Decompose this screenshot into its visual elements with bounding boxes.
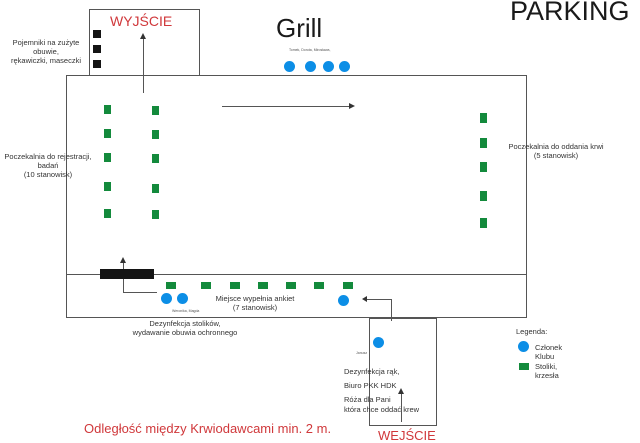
table-chair (104, 209, 111, 218)
club-member (177, 293, 188, 304)
table-chair (286, 282, 296, 289)
survey-line2: (7 stanowisk) (232, 303, 278, 312)
entrance-line3: Róża dla Pani (344, 395, 391, 404)
table-chair (201, 282, 211, 289)
distance-note: Odległość między Krwiodawcami min. 2 m. (84, 421, 332, 436)
donation-waiting-label: Poczekalnia do oddania krwi (5 stanowisk… (496, 142, 616, 160)
table-chair (104, 105, 111, 114)
bin (93, 30, 101, 38)
entrance-line2: Biuro PKK HDK (344, 381, 397, 390)
donation-line2: (5 stanowisk) (533, 151, 579, 160)
parking-label: PARKING (510, 0, 630, 26)
legend-item-table: Stoliki, krzesła (516, 362, 559, 380)
club-member (338, 295, 349, 306)
hall-divider (66, 274, 527, 275)
entrance-desk-label: Dezynfekcja rąk, Biuro PKK HDK Róża dla … (344, 367, 454, 415)
entrance-arrow (401, 392, 402, 422)
entrance-staff-name: Janusz (356, 351, 368, 355)
table-square-icon (519, 363, 529, 370)
registration-line1: Poczekalnia do rejestracji, (4, 152, 92, 161)
club-member (284, 61, 295, 72)
survey-staff-names: Weronika, Magda (172, 309, 200, 313)
table-chair (104, 129, 111, 138)
exit-arrow (143, 38, 144, 93)
survey-area-label: Miejsce wypełnia ankiet (7 stanowisk) (205, 294, 305, 312)
entrance-to-survey-arrow-head (362, 296, 367, 302)
member-circle-icon (518, 341, 529, 352)
entrance-line1: Dezynfekcja rąk, (344, 367, 400, 376)
table-chair (152, 130, 159, 139)
legend-table-label: Stoliki, krzesła (535, 362, 559, 380)
table-chair (104, 182, 111, 191)
entrance-to-survey-arrow-v (391, 299, 392, 321)
legend: Legenda: Członek Klubu Stoliki, krzesła (516, 327, 562, 380)
club-member (305, 61, 316, 72)
table-chair (104, 153, 111, 162)
disinfection-label: Dezynfekcja stolików, wydawanie obuwia o… (125, 319, 245, 337)
bins-label-line1: Pojemniki na zużyte obuwie, (12, 38, 80, 56)
disinfection-line2: wydawanie obuwia ochronnego (132, 328, 238, 337)
grill-label: Grill (276, 13, 323, 43)
bin (93, 45, 101, 53)
exit-label: WYJŚCIE (110, 13, 173, 29)
table-chair (166, 282, 176, 289)
club-member (339, 61, 350, 72)
main-hall (66, 75, 527, 318)
table-chair (480, 113, 487, 123)
registration-waiting-label: Poczekalnia do rejestracji, badań (10 st… (0, 152, 96, 179)
legend-item-member: Członek Klubu (516, 341, 562, 361)
entrance-label: WEJŚCIE (378, 428, 436, 443)
club-member (161, 293, 172, 304)
flow-arrow (222, 106, 350, 107)
flow-arrow-head (349, 103, 355, 109)
table-chair (152, 184, 159, 193)
disinfection-to-hall-arrow-head (120, 257, 126, 263)
club-member (323, 61, 334, 72)
bins-label: Pojemniki na zużyte obuwie, rękawiczki, … (0, 38, 92, 65)
grill-staff-names: Tomek, Dorota, Mirosława, (289, 48, 331, 52)
table-chair (230, 282, 240, 289)
table-chair (152, 106, 159, 115)
entrance-to-survey-arrow-h (366, 299, 391, 300)
entrance-arrow-head (398, 388, 404, 394)
table-chair (152, 154, 159, 163)
disinfection-to-hall-arrow-h (123, 292, 157, 293)
disinfection-table (100, 269, 154, 279)
table-chair (314, 282, 324, 289)
table-chair (480, 162, 487, 172)
entrance-line4: która chce oddać krew (344, 405, 420, 414)
donation-line1: Poczekalnia do oddania krwi (508, 142, 604, 151)
table-chair (480, 191, 487, 201)
table-chair (480, 138, 487, 148)
exit-arrow-head (140, 33, 146, 39)
legend-title: Legenda: (516, 327, 548, 336)
table-chair (258, 282, 268, 289)
bins-label-line2: rękawiczki, maseczki (10, 56, 81, 65)
club-member (373, 337, 384, 348)
entrance-area (369, 318, 437, 426)
table-chair (343, 282, 353, 289)
legend-member-label: Członek Klubu (535, 343, 563, 361)
table-chair (152, 210, 159, 219)
survey-line1: Miejsce wypełnia ankiet (215, 294, 295, 303)
registration-line2: badań (37, 161, 59, 170)
table-chair (480, 218, 487, 228)
registration-line3: (10 stanowisk) (23, 170, 73, 179)
disinfection-line1: Dezynfekcja stolików, (149, 319, 221, 328)
bin (93, 60, 101, 68)
